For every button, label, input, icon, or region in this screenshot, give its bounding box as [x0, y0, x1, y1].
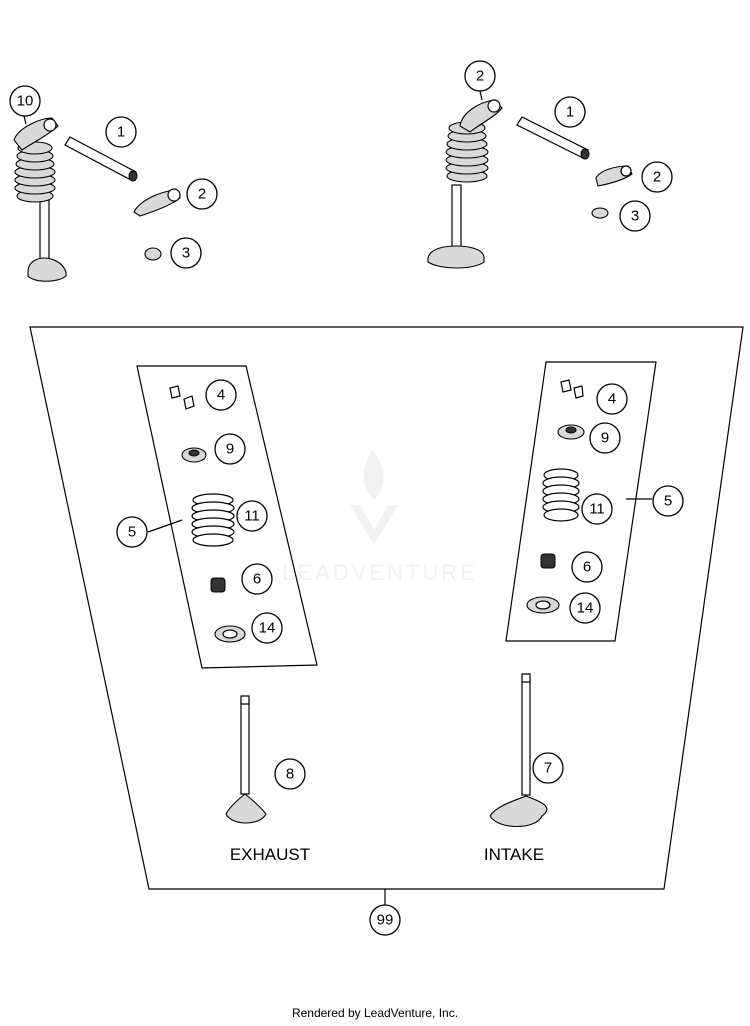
footer-credit: Rendered by LeadVenture, Inc.: [291, 1006, 459, 1020]
rocker-valve-assembly-right: [427, 99, 633, 269]
callout-5-exhaust: 5: [116, 516, 148, 548]
exhaust-label: EXHAUST: [230, 845, 310, 864]
svg-text:2: 2: [476, 68, 484, 85]
svg-text:1: 1: [117, 124, 125, 141]
svg-text:5: 5: [128, 524, 136, 541]
callout-1-left: 1: [105, 116, 137, 148]
callout-3-left: 3: [170, 237, 202, 269]
callout-9-intake: 9: [589, 422, 621, 454]
svg-text:1: 1: [566, 104, 574, 121]
svg-text:4: 4: [217, 387, 225, 404]
callout-2-right-top: 2: [464, 60, 496, 92]
intake-valve: [489, 673, 548, 827]
callout-9-exhaust: 9: [214, 433, 246, 465]
svg-text:99: 99: [377, 912, 394, 929]
watermark-text: LEADVENTURE: [282, 560, 478, 585]
svg-text:14: 14: [577, 600, 594, 617]
svg-text:6: 6: [583, 559, 591, 576]
callout-99: 99: [369, 904, 401, 936]
callout-7: 7: [532, 752, 564, 784]
svg-text:2: 2: [198, 186, 206, 203]
svg-text:11: 11: [589, 501, 605, 518]
svg-text:10: 10: [17, 93, 34, 110]
svg-text:4: 4: [608, 391, 616, 408]
svg-text:14: 14: [259, 620, 276, 637]
svg-text:8: 8: [286, 766, 294, 783]
callout-14-exhaust: 14: [251, 612, 283, 644]
callout-2-right: 2: [641, 161, 673, 193]
callout-14-intake: 14: [569, 592, 601, 624]
svg-text:7: 7: [544, 760, 552, 777]
callout-4-exhaust: 4: [205, 379, 237, 411]
exhaust-kit-box: [136, 365, 318, 669]
callout-4-intake: 4: [596, 383, 628, 415]
exhaust-kit-parts: [169, 385, 246, 643]
callout-10: 10: [9, 85, 41, 117]
svg-text:5: 5: [664, 493, 672, 510]
intake-kit-parts: [526, 379, 585, 614]
svg-text:3: 3: [182, 245, 190, 262]
callout-11-exhaust: 11: [236, 500, 268, 532]
svg-text:11: 11: [244, 508, 260, 525]
svg-text:3: 3: [631, 208, 639, 225]
callout-3-right: 3: [619, 200, 651, 232]
rocker-valve-assembly-left: [13, 117, 181, 282]
svg-text:6: 6: [253, 571, 261, 588]
callout-8: 8: [274, 758, 306, 790]
svg-text:2: 2: [653, 169, 661, 186]
callout-11-intake: 11: [581, 493, 613, 525]
intake-kit-box: [505, 361, 657, 642]
intake-label: INTAKE: [484, 845, 544, 864]
watermark: LEADVENTURE: [282, 450, 478, 585]
callout-6-intake: 6: [571, 551, 603, 583]
exhaust-valve: [225, 695, 267, 824]
callout-6-exhaust: 6: [241, 563, 273, 595]
svg-text:9: 9: [601, 430, 609, 447]
svg-text:9: 9: [226, 441, 234, 458]
callout-5-intake: 5: [652, 485, 684, 517]
kit-frame-99: [29, 326, 744, 890]
callout-1-right: 1: [554, 96, 586, 128]
callout-2-left: 2: [186, 178, 218, 210]
